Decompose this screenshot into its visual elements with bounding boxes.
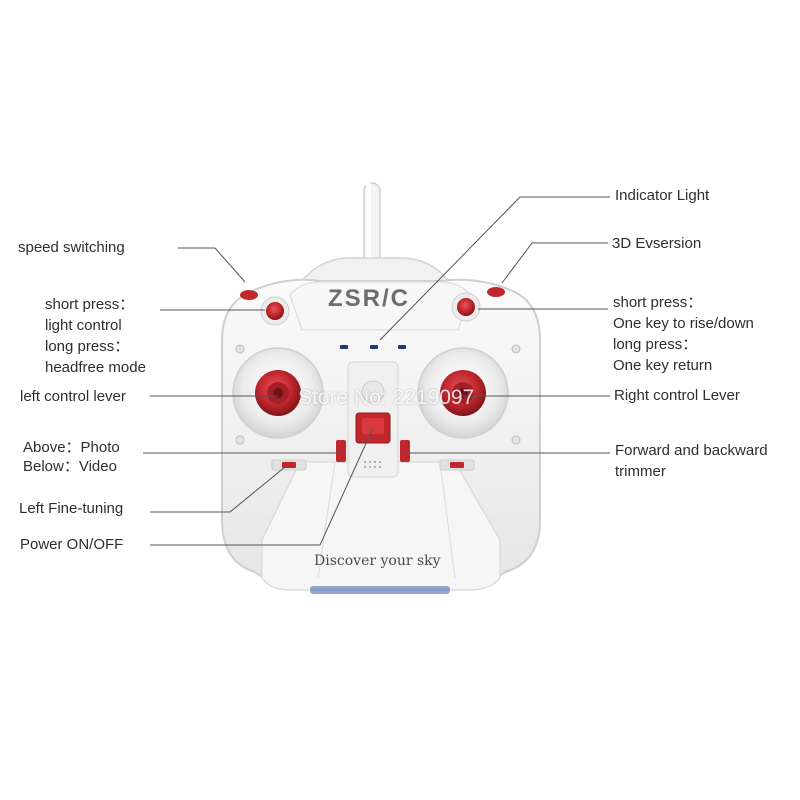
speed-switch-button[interactable] [240, 290, 258, 300]
tagline: Discover your sky [314, 553, 441, 569]
callout-leader-lines [143, 196, 610, 546]
forward-backward-trimmer[interactable] [400, 440, 410, 462]
antenna [363, 182, 381, 264]
label-speed-switching: speed switching [18, 239, 125, 256]
label-left-control-lever: left control lever [20, 388, 126, 405]
label-right-shoulder: short press： One key to rise/down long p… [613, 294, 754, 374]
right-control-stick[interactable] [417, 347, 509, 439]
brand-logo: ZSR/C [328, 285, 410, 312]
left-control-stick[interactable] [232, 347, 324, 439]
photo-video-switch[interactable] [336, 440, 346, 462]
label-photo-video: Above：Photo Below：Video [23, 439, 120, 475]
label-trimmer: Forward and backward trimmer [615, 442, 768, 480]
store-watermark: Store No: 2219097 [298, 386, 475, 409]
indicator-lights [340, 345, 406, 349]
label-indicator-light: Indicator Light [615, 187, 710, 204]
right-shoulder-button[interactable] [451, 292, 481, 322]
label-power: Power ON/OFF [20, 536, 124, 553]
label-left-fine-tuning: Left Fine-tuning [19, 500, 124, 517]
label-3d-evsersion: 3D Evsersion [612, 235, 702, 252]
left-fine-tuning-slider[interactable] [271, 459, 307, 471]
label-right-control-lever: Right control Lever [614, 387, 740, 404]
left-shoulder-button[interactable] [260, 296, 290, 326]
3d-eversion-button[interactable] [487, 287, 505, 297]
right-fine-tuning-slider[interactable] [439, 459, 475, 471]
label-left-shoulder: short press： light control long press： h… [45, 296, 146, 376]
